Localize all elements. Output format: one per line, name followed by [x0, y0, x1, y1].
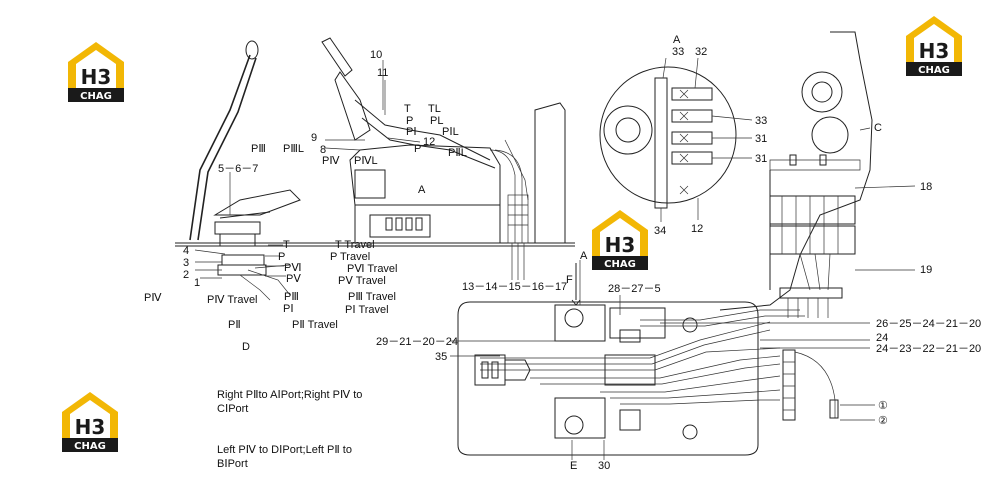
label-567: 5－6－7: [218, 163, 258, 175]
label-pi2: PⅠ: [283, 303, 294, 315]
label-p3: P: [278, 251, 285, 263]
floor-line: [175, 242, 575, 247]
label-piiil: PⅢL: [283, 143, 304, 155]
label-p: P: [406, 115, 413, 127]
label-circle-1: ①: [878, 400, 888, 412]
label-33a: 33: [672, 46, 684, 58]
part-labels: 10 11 T TL P PL PⅠ PⅠL PⅢ PⅢL 9 8 12 P P…: [144, 34, 981, 472]
label-c: C: [874, 122, 882, 134]
logo-center: H3 CHAG: [592, 210, 648, 270]
travel-pedal-assembly: [189, 40, 301, 301]
logo-sub: CHAG: [604, 259, 636, 270]
note-right-line1: Right PⅡto AⅠPort;Right PⅣ to: [217, 389, 362, 401]
label-piv-left: PⅣ: [144, 292, 162, 304]
label-28-27-5: 28－27－5: [608, 283, 661, 295]
control-valve-block: [769, 195, 856, 318]
port-notes: Right PⅡto AⅠPort;Right PⅣ to CⅠPort Lef…: [217, 389, 362, 470]
label-tl: TL: [428, 103, 441, 115]
label-f: F: [566, 274, 573, 286]
label-pv: PⅤ: [286, 273, 301, 285]
label-t: T: [404, 103, 411, 115]
label-a2: A: [673, 34, 681, 46]
label-pii-travel: PⅡ Travel: [292, 319, 338, 331]
label-d: D: [242, 341, 250, 353]
label-24: 24: [876, 332, 888, 344]
label-3: 3: [183, 257, 189, 269]
label-19: 19: [920, 264, 932, 276]
label-t-travel: T Travel: [335, 239, 375, 251]
label-pi: PⅠ: [406, 126, 417, 138]
label-t2: T: [283, 239, 290, 251]
label-8: 8: [320, 144, 326, 156]
detail-view-a: [599, 66, 737, 209]
logo-sub: CHAG: [80, 91, 112, 102]
label-piv: PⅣ: [322, 155, 340, 167]
label-p2: P: [414, 143, 421, 155]
label-26-20: 26－25－24－21－20: [876, 318, 981, 330]
logo-top-left: H3 CHAG: [68, 42, 124, 102]
label-pi-travel: PⅠ Travel: [345, 304, 389, 316]
label-33b: 33: [755, 115, 767, 127]
label-pivl: PⅣL: [354, 155, 378, 167]
label-piii: PⅢ: [251, 143, 266, 155]
note-left-line1: Left PⅣ to DⅠPort;Left PⅡ to: [217, 444, 352, 456]
leader-lines: [194, 57, 916, 460]
logo-brand: H3: [81, 65, 112, 89]
label-12a: 12: [423, 136, 435, 148]
label-p-travel: P Travel: [330, 251, 370, 263]
label-2: 2: [183, 269, 189, 281]
label-29-24: 29－21－20－24: [376, 336, 458, 348]
right-frame: [719, 31, 873, 311]
label-pvi-travel: PⅥ Travel: [347, 263, 398, 275]
label-piil: PⅡL: [448, 147, 467, 159]
label-piii2: PⅢ: [284, 291, 299, 303]
logo-brand: H3: [919, 39, 950, 63]
label-11: 11: [377, 67, 388, 79]
logo-sub: CHAG: [74, 441, 106, 452]
logo-bottom-left: H3 CHAG: [62, 392, 118, 452]
label-a1: A: [418, 184, 426, 196]
label-13-17: 13－14－15－16－17: [462, 281, 567, 293]
label-piv-travel: PⅣ Travel: [207, 294, 258, 306]
label-35: 35: [435, 351, 447, 363]
label-pl: PL: [430, 115, 443, 127]
label-34: 34: [654, 225, 666, 237]
label-31a: 31: [755, 133, 767, 145]
label-pvi: PⅥ: [284, 262, 301, 274]
label-piii-travel: PⅢ Travel: [348, 291, 396, 303]
label-pil: PⅠL: [442, 126, 459, 138]
logo-brand: H3: [75, 415, 106, 439]
label-1: 1: [194, 277, 200, 289]
label-18: 18: [920, 181, 932, 193]
chassis-plan-view: [457, 301, 839, 456]
label-pii: PⅡ: [228, 319, 241, 331]
label-24-20: 24－23－22－21－20: [876, 343, 981, 355]
label-10: 10: [370, 49, 382, 61]
note-right-line2: CⅠPort: [217, 403, 248, 415]
label-e: E: [570, 460, 577, 472]
note-left-line2: BⅠPort: [217, 458, 248, 470]
label-circle-2: ②: [878, 415, 888, 427]
label-4: 4: [183, 245, 189, 257]
logo-brand: H3: [605, 233, 636, 257]
label-a3: A: [580, 250, 588, 262]
joystick-control-box: [321, 37, 566, 280]
label-31b: 31: [755, 153, 767, 165]
label-9: 9: [311, 132, 317, 144]
label-32: 32: [695, 46, 707, 58]
label-30: 30: [598, 460, 610, 472]
logo-sub: CHAG: [918, 65, 950, 76]
label-12b: 12: [691, 223, 703, 235]
logo-top-right: H3 CHAG: [906, 16, 962, 76]
label-pv-travel: PⅤ Travel: [338, 275, 386, 287]
